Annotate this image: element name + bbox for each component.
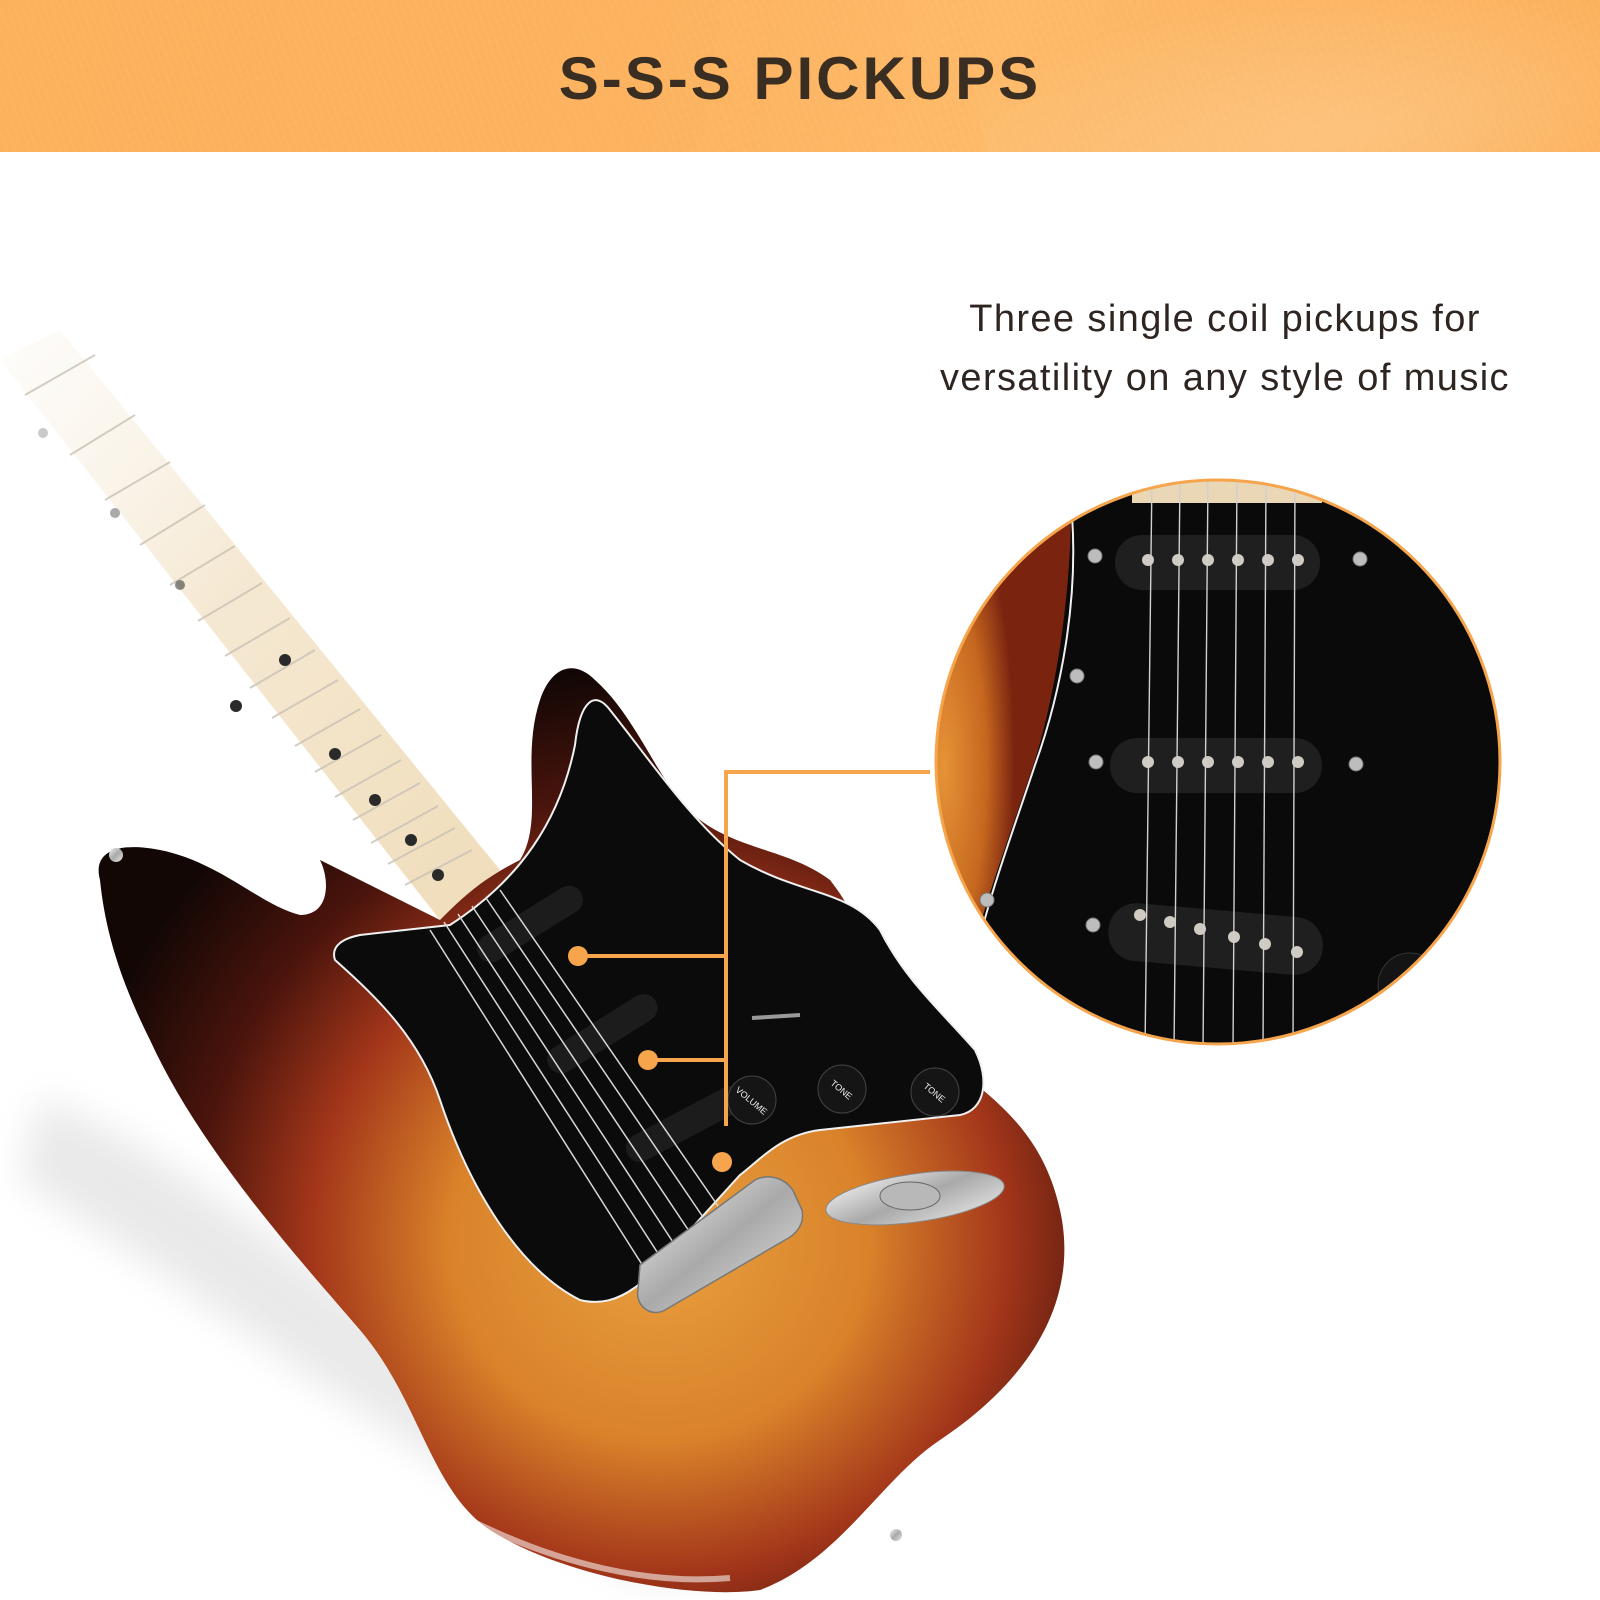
- strap-button: [109, 848, 123, 862]
- feature-caption: Three single coil pickups for versatilit…: [880, 290, 1570, 408]
- screws: [979, 548, 1500, 933]
- pickups: [476, 885, 745, 1162]
- tone-knob-2: [910, 1067, 960, 1117]
- caption-line-1: Three single coil pickups for: [969, 298, 1481, 340]
- guitar-neck: [0, 330, 500, 920]
- zoom-detail-circle: [934, 478, 1502, 1046]
- header-banner: S-S-S PICKUPS: [0, 0, 1600, 152]
- pickup-selector-switch: [751, 1013, 801, 1020]
- zoom-pickup-neck: [1115, 535, 1320, 590]
- marker-neck-pickup: [568, 946, 588, 966]
- output-jack-plate: [825, 1170, 1005, 1226]
- guitar-body: VOLUME TONE TONE: [98, 668, 1065, 1593]
- callout-markers: [568, 946, 732, 1172]
- zoom-pickup-bridge: [1108, 903, 1323, 975]
- banner-title: S-S-S PICKUPS: [558, 45, 1042, 112]
- control-knobs: VOLUME TONE TONE: [727, 1064, 960, 1125]
- callout-leader: [578, 770, 930, 1126]
- pickup-neck: [476, 885, 584, 963]
- banner-wave-pattern: [0, 0, 1600, 152]
- caption-line-2: versatility on any style of music: [940, 357, 1510, 399]
- marker-bridge-pickup: [712, 1152, 732, 1172]
- tone-knob-1: [817, 1064, 867, 1114]
- zoom-volume-knob: [1377, 952, 1443, 1018]
- zoom-pickup-middle: [1110, 738, 1322, 793]
- strings: [429, 889, 739, 1286]
- zoom-strings: [1144, 480, 1296, 1044]
- pickup-bridge: [625, 1086, 745, 1162]
- pickguard: [333, 699, 985, 1303]
- fret-markers: [38, 428, 444, 881]
- pickup-middle: [547, 994, 658, 1074]
- marker-middle-pickup: [638, 1050, 658, 1070]
- tremolo-bridge: [636, 1176, 804, 1314]
- strap-button: [890, 1529, 902, 1541]
